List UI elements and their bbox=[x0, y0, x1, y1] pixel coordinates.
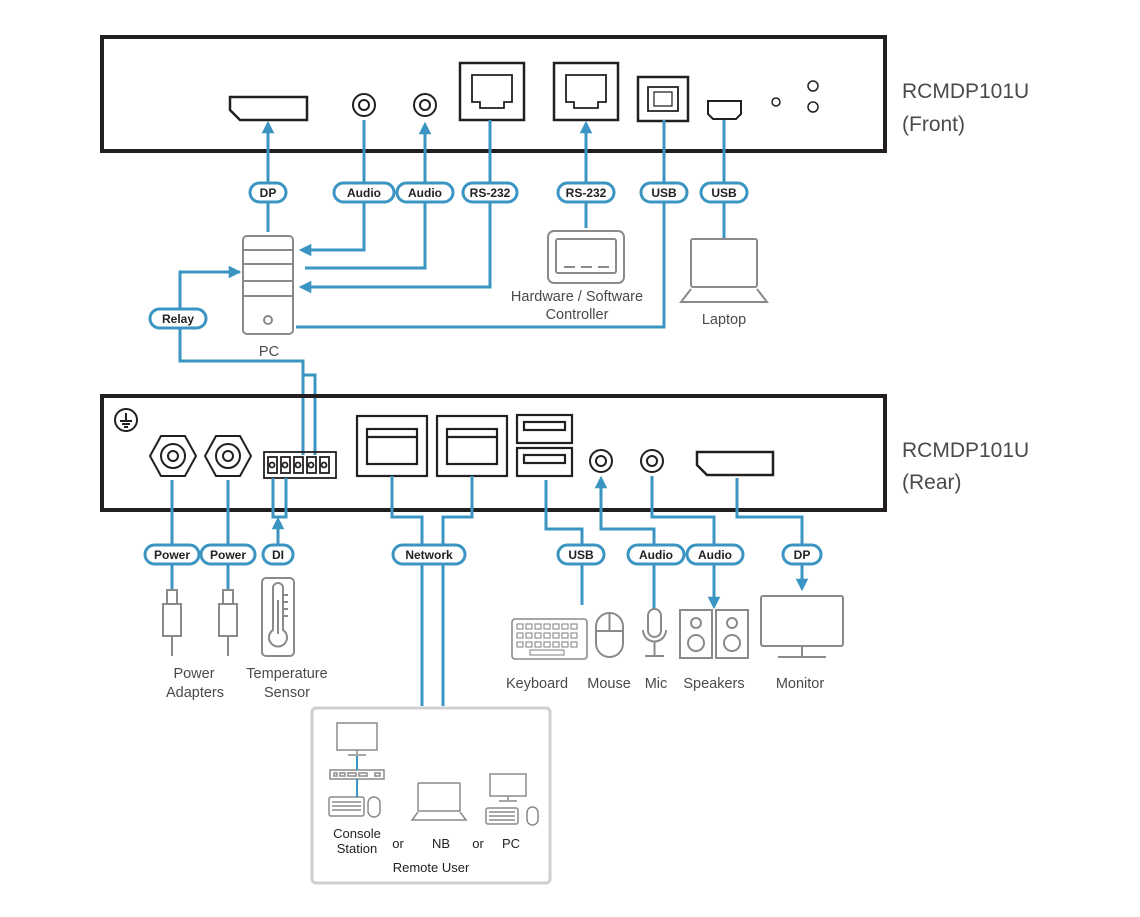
rear-audio-jack-2 bbox=[640, 449, 664, 473]
front-rs232-port-1 bbox=[458, 61, 526, 122]
mouse-label: Mouse bbox=[587, 676, 631, 692]
keyboard-label: Keyboard bbox=[506, 676, 568, 692]
temp-sensor-label-2: Sensor bbox=[264, 685, 310, 701]
thermometer-icon bbox=[261, 577, 295, 657]
front-rs232-port-2 bbox=[552, 61, 620, 122]
rear-cables bbox=[170, 475, 809, 706]
rear-usb-a-ports bbox=[515, 413, 574, 478]
svg-text:Power: Power bbox=[154, 548, 190, 562]
remote-pc-label: PC bbox=[502, 836, 520, 851]
rear-dp-port bbox=[695, 450, 775, 477]
svg-text:Audio: Audio bbox=[408, 186, 442, 200]
pill-power-1: Power bbox=[143, 543, 201, 566]
terminal-block bbox=[263, 451, 337, 479]
nb-label: NB bbox=[432, 836, 450, 851]
rear-unit bbox=[100, 394, 887, 512]
remote-user-box: Console Station or NB or PC Remote User bbox=[310, 706, 552, 885]
remote-user-title: Remote User bbox=[393, 860, 470, 875]
led-2 bbox=[807, 80, 819, 92]
controller-label-2: Controller bbox=[546, 307, 609, 323]
pill-audio-front-2: Audio bbox=[395, 181, 455, 204]
mic-label: Mic bbox=[645, 676, 668, 692]
speakers-icon bbox=[679, 609, 749, 659]
console-label-1: Console bbox=[333, 826, 381, 841]
front-unit bbox=[100, 35, 887, 153]
pill-dp-rear: DP bbox=[781, 543, 823, 566]
svg-text:Network: Network bbox=[405, 548, 453, 562]
rear-audio-jack-1 bbox=[589, 449, 613, 473]
front-mini-usb-port bbox=[707, 100, 742, 120]
pill-power-2: Power bbox=[199, 543, 257, 566]
power-adapters-label-1: Power bbox=[173, 666, 214, 682]
front-audio-jack-1 bbox=[352, 93, 376, 117]
front-model-label: RCMDP101U bbox=[902, 80, 1029, 103]
svg-text:RS-232: RS-232 bbox=[566, 186, 607, 200]
pill-di: DI bbox=[261, 543, 295, 566]
pill-rs232-front-2: RS-232 bbox=[556, 181, 616, 204]
svg-text:DP: DP bbox=[794, 548, 811, 562]
speakers-label: Speakers bbox=[683, 676, 744, 692]
pill-usb-front-2: USB bbox=[699, 181, 749, 204]
pill-usb-front-1: USB bbox=[639, 181, 689, 204]
power-jack-2 bbox=[203, 435, 253, 477]
controller-label-1: Hardware / Software bbox=[511, 289, 643, 305]
mouse-icon bbox=[595, 612, 624, 658]
pill-audio-rear-1: Audio bbox=[626, 543, 686, 566]
lan-port-2 bbox=[435, 414, 509, 478]
svg-text:Relay: Relay bbox=[162, 312, 194, 326]
pill-audio-rear-2: Audio bbox=[685, 543, 745, 566]
power-jack-1 bbox=[148, 435, 198, 477]
remote-pc-icon bbox=[485, 773, 539, 826]
led-3 bbox=[807, 101, 819, 113]
nb-laptop-icon bbox=[410, 782, 468, 821]
pc-label: PC bbox=[259, 344, 279, 360]
svg-text:DI: DI bbox=[272, 548, 284, 562]
svg-text:Audio: Audio bbox=[639, 548, 673, 562]
lan-port-1 bbox=[355, 414, 429, 478]
rear-side-label: (Rear) bbox=[902, 471, 962, 494]
svg-text:USB: USB bbox=[651, 186, 677, 200]
laptop-icon bbox=[678, 238, 770, 303]
svg-text:Audio: Audio bbox=[698, 548, 732, 562]
temp-sensor-label-1: Temperature bbox=[246, 666, 327, 682]
pill-rs232-front-1: RS-232 bbox=[461, 181, 519, 204]
pc-tower-icon bbox=[242, 235, 294, 335]
ground-icon bbox=[114, 408, 138, 432]
svg-text:Audio: Audio bbox=[347, 186, 381, 200]
front-side-label: (Front) bbox=[902, 113, 965, 136]
front-dp-port bbox=[228, 95, 309, 122]
or-label-2: or bbox=[472, 836, 484, 851]
front-cables bbox=[178, 120, 726, 455]
monitor-label: Monitor bbox=[776, 676, 825, 692]
front-audio-jack-2 bbox=[413, 93, 437, 117]
svg-text:USB: USB bbox=[568, 548, 594, 562]
console-label-2: Station bbox=[337, 841, 377, 856]
power-adapter-icon-1 bbox=[162, 589, 182, 656]
led-1 bbox=[771, 97, 781, 107]
front-usb-b-port bbox=[636, 75, 690, 123]
or-label-1: or bbox=[392, 836, 404, 851]
pill-usb-rear: USB bbox=[556, 543, 606, 566]
controller-icon bbox=[547, 230, 625, 284]
pill-network: Network bbox=[391, 543, 467, 566]
monitor-icon bbox=[760, 595, 844, 658]
svg-text:USB: USB bbox=[711, 186, 737, 200]
svg-text:RS-232: RS-232 bbox=[470, 186, 511, 200]
laptop-label: Laptop bbox=[702, 312, 746, 328]
power-adapters-label-2: Adapters bbox=[166, 685, 224, 701]
mic-icon bbox=[642, 608, 667, 657]
rear-model-label: RCMDP101U bbox=[902, 439, 1029, 462]
pill-audio-front-1: Audio bbox=[332, 181, 396, 204]
svg-text:Power: Power bbox=[210, 548, 246, 562]
power-adapter-icon-2 bbox=[218, 589, 238, 656]
svg-text:DP: DP bbox=[260, 186, 277, 200]
pill-dp-front: DP bbox=[248, 181, 288, 204]
pill-relay: Relay bbox=[148, 307, 208, 330]
keyboard-icon bbox=[511, 618, 588, 660]
